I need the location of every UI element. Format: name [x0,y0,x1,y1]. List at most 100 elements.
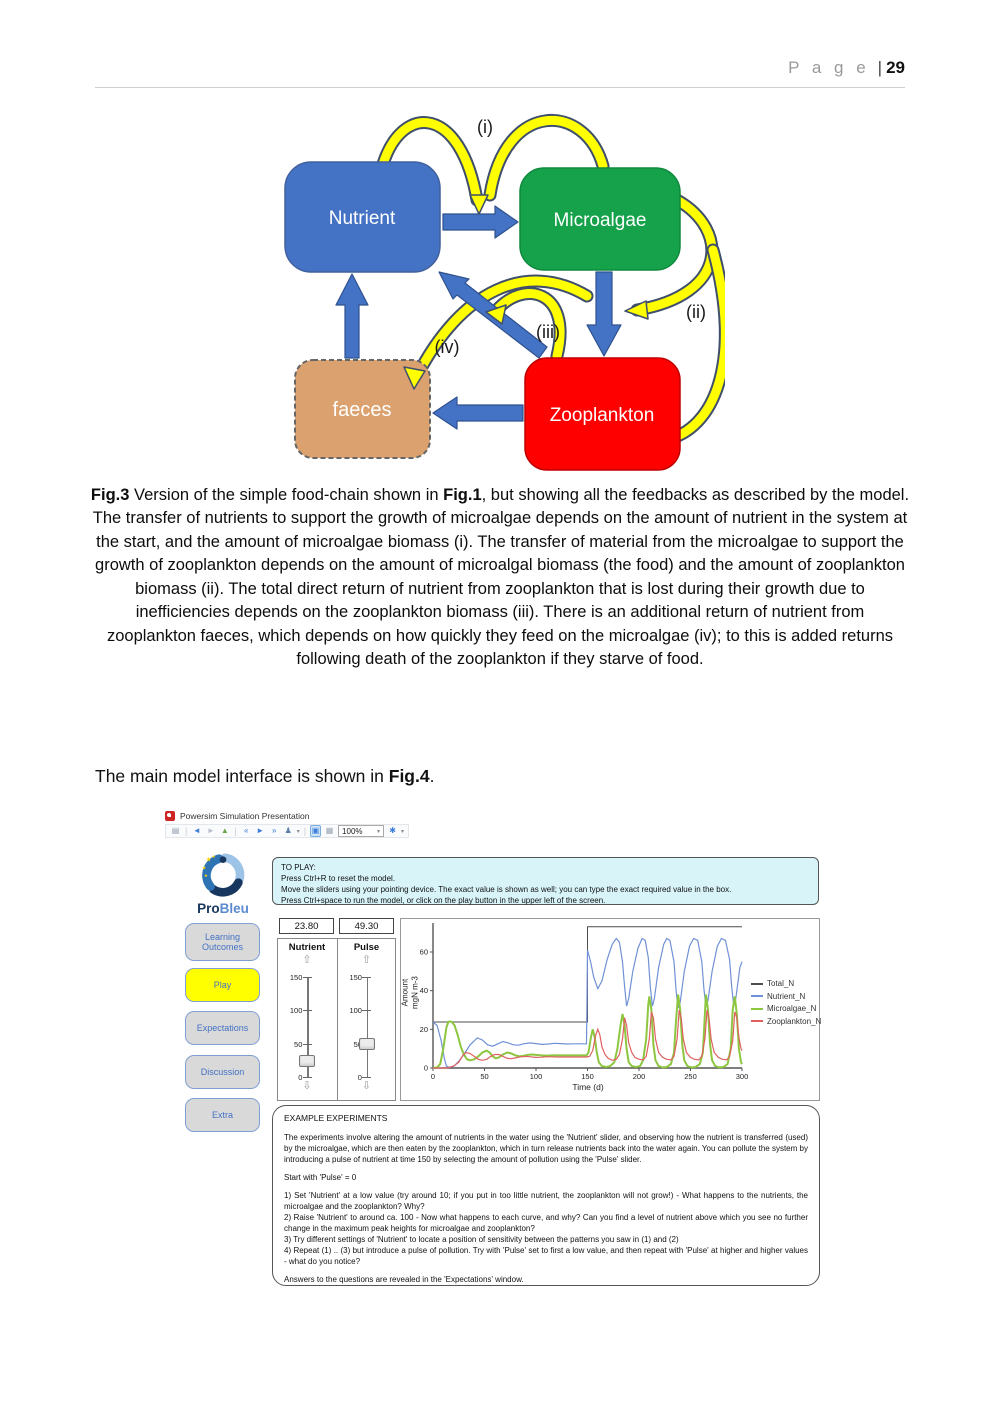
svg-text:250: 250 [684,1072,697,1081]
chart-y-axis-label: Amount mgN m-3 [400,976,419,1010]
microalgae-label: Microalgae [554,210,647,231]
pulse-up-arrow[interactable]: ⇧ [361,954,372,966]
sidebar-button-extra[interactable]: Extra [185,1098,260,1132]
svg-text:0: 0 [431,1072,435,1081]
toolbar-separator: | [185,826,188,836]
svg-text:★: ★ [212,854,216,859]
experiments-paragraph: The experiments involve altering the amo… [284,1132,808,1164]
dropdown-caret-icon[interactable]: ▾ [401,828,405,835]
arrow-microalgae-to-zooplankton [586,271,622,357]
arrow-faeces-to-nutrient [335,273,369,359]
skip-end-icon[interactable]: » [271,826,277,835]
to-play-line2: Press Ctrl+R to reset the model. [281,874,396,884]
faeces-label: faeces [333,399,392,421]
to-play-line3: Move the sliders using your pointing dev… [281,885,732,895]
to-play-instructions: TO PLAY: Press Ctrl+R to reset the model… [272,857,819,905]
forward-icon[interactable]: ► [206,826,215,835]
nutrient-slider-track[interactable] [307,977,309,1077]
nutrient-value-input[interactable]: 23.80 [279,918,334,934]
zooplankton-n-swatch [751,1020,763,1022]
back-icon[interactable]: ◄ [192,826,201,835]
powersim-app-icon [165,811,175,821]
svg-text:★: ★ [202,865,207,871]
pulse-down-arrow[interactable]: ⇩ [361,1080,372,1092]
header-rule [95,87,905,88]
toolbar: ▤ | ◄ ► ▲ | « ► » ♟ ▾ | ▣ ▦ 100% ▾ ✱ ▾ [165,824,410,838]
toolbar-separator: | [234,826,237,836]
pulse-value-input[interactable]: 49.30 [339,918,394,934]
slider-frame: Nutrient ⇧ 150 100 50 0 ⇩ Pulse ⇧ 150 10… [277,938,396,1101]
user-icon[interactable]: ♟ [284,826,292,835]
nutrient-slider-label: Nutrient [288,942,326,953]
feedback-iv-label: (iv) [435,337,460,357]
svg-text:200: 200 [633,1072,646,1081]
nutrient-box [284,161,441,273]
to-play-line4: Press Ctrl+space to run the model, or cl… [281,896,606,906]
probleu-logo: ★ ★ ★ ★ ProBleu [185,852,261,916]
feedback-ribbons [376,114,725,447]
pulse-slider-handle[interactable] [358,1038,375,1051]
zooplankton-label: Zooplankton [550,405,655,426]
chart-x-axis-label: Time (d) [572,1082,604,1092]
feedback-i-label: (i) [477,117,493,137]
nutrient-n-swatch [751,995,763,997]
svg-text:★: ★ [204,873,208,878]
sidebar-button-expectations[interactable]: Expectations [185,1011,260,1045]
example-experiments-box: EXAMPLE EXPERIMENTS The experiments invo… [272,1105,820,1286]
presentation-icon[interactable]: ▣ [310,825,322,837]
nutrient-slider-handle[interactable] [299,1055,315,1068]
experiments-step-4: 4) Repeat (1) .. (3) but introduce a pul… [284,1246,808,1267]
gear-icon[interactable]: ✱ [389,826,396,835]
print-icon[interactable]: ▤ [171,826,180,835]
nutrient-label: Nutrient [329,208,396,229]
pulse-slider-track[interactable] [366,977,368,1077]
faeces-box [294,359,431,459]
experiments-title: EXAMPLE EXPERIMENTS [284,1113,388,1123]
window-icon[interactable]: ▦ [325,826,334,835]
fig4-ref: Fig.4 [388,766,430,786]
figure-3-caption: Fig.3 Version of the simple food-chain s… [90,486,910,668]
experiments-step-3: 3) Try different settings of 'Nutrient' … [284,1234,679,1244]
legend-item-total-n: Total_N [751,979,821,988]
page-separator: | [877,58,883,77]
svg-text:100: 100 [530,1072,543,1081]
sidebar-button-learning-outcomes[interactable]: Learning Outcomes [185,923,260,961]
experiments-step-1: 1) Set 'Nutrient' at a low value (try ar… [284,1190,808,1211]
svg-text:60: 60 [420,948,428,957]
food-chain-diagram: Nutrient Microalgae faeces Zooplankton (… [284,114,725,471]
experiments-step-2: 2) Raise 'Nutrient' to around ca. 100 - … [284,1212,808,1233]
arrow-zooplankton-to-faeces [432,396,524,430]
page-word: P a g e [788,58,870,77]
feedback-iii-label: (iii) [536,322,560,342]
feedback-ii-label: (ii) [686,302,706,322]
pulse-slider: Pulse ⇧ 150 100 50 0 ⇩ [337,939,395,1100]
experiments-footer: Answers to the questions are revealed in… [284,1275,524,1285]
svg-text:★: ★ [206,856,212,864]
legend-item-microalgae-n: Microalgae_N [751,1004,821,1013]
brand-text: ProBleu [197,901,249,916]
experiments-start: Start with 'Pulse' = 0 [284,1172,357,1182]
skip-start-icon[interactable]: « [243,826,249,835]
page-header: P a g e |29 [788,58,905,78]
fig1-ref: Fig.1 [443,486,482,504]
nutrient-up-arrow[interactable]: ⇧ [302,954,312,966]
sidebar-button-discussion[interactable]: Discussion [185,1055,260,1089]
slider-panel: 23.80 49.30 Nutrient ⇧ 150 100 50 0 ⇩ Pu… [277,918,396,1101]
sidebar-button-play[interactable]: Play [185,968,260,1002]
zoom-level-select[interactable]: 100% ▾ [338,825,385,837]
svg-text:40: 40 [420,986,428,995]
to-play-line1: TO PLAY: [281,863,316,872]
page-number: 29 [886,58,905,77]
legend-item-zooplankton-n: Zooplankton_N [751,1017,821,1026]
svg-text:50: 50 [480,1072,488,1081]
svg-text:20: 20 [420,1025,428,1034]
powersim-app: Powersim Simulation Presentation ▤ | ◄ ►… [165,810,821,1288]
nutrient-down-arrow[interactable]: ⇩ [302,1080,312,1092]
legend-item-nutrient-n: Nutrient_N [751,992,821,1001]
total-n-swatch [751,982,763,985]
dropdown-caret-icon[interactable]: ▾ [296,828,300,835]
play-icon[interactable]: ► [256,826,265,835]
reset-icon[interactable]: ▲ [220,826,229,835]
